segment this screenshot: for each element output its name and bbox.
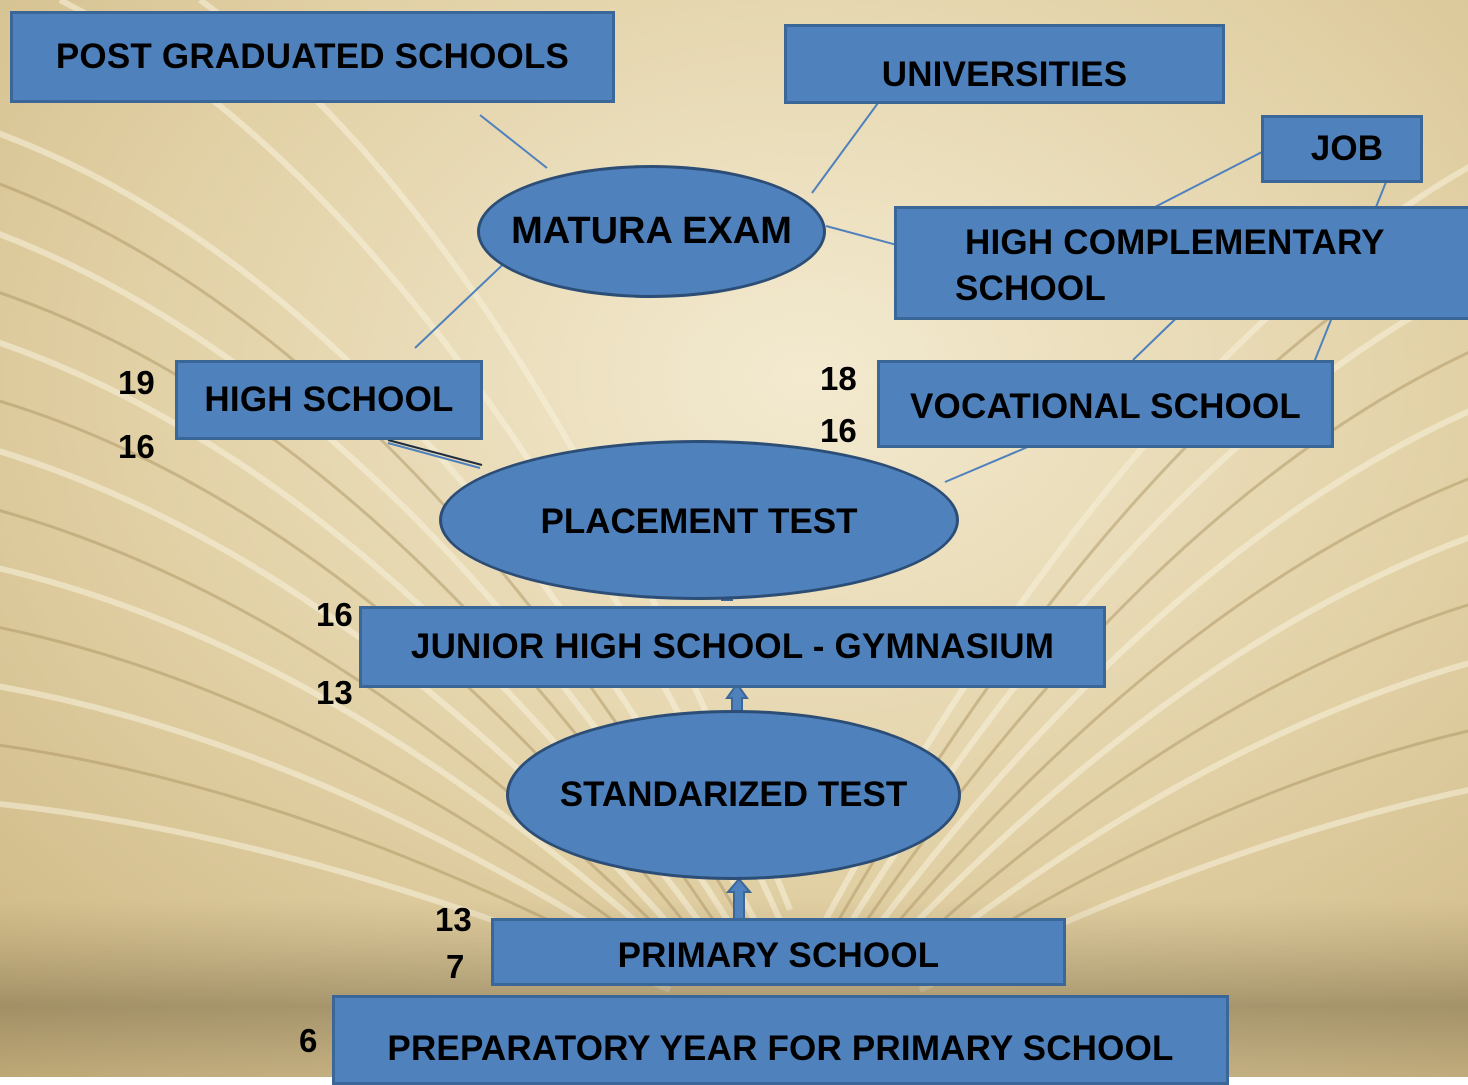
age-high-school-end: 19 — [118, 364, 155, 401]
vocational-school-box: VOCATIONAL SCHOOL — [877, 360, 1334, 448]
post-graduated-schools-label: POST GRADUATED SCHOOLS — [55, 37, 570, 76]
high-complementary-school-label-line1: HIGH COMPLEMENTARY — [965, 223, 1385, 262]
junior-high-school-box: JUNIOR HIGH SCHOOL - GYMNASIUM — [359, 606, 1106, 688]
connector-universities-matura — [811, 102, 879, 194]
age-vocational-end: 18 — [820, 360, 857, 397]
age-primary-end: 13 — [435, 901, 472, 938]
vocational-school-label: VOCATIONAL SCHOOL — [910, 387, 1301, 426]
matura-exam-ellipse: MATURA EXAM — [477, 165, 826, 298]
high-school-label: HIGH SCHOOL — [204, 380, 454, 419]
age-high-school-start: 16 — [118, 428, 155, 465]
high-complementary-school-label-line2: SCHOOL — [955, 269, 1106, 308]
junior-high-school-label: JUNIOR HIGH SCHOOL - GYMNASIUM — [410, 627, 1055, 666]
preparatory-year-box: PREPARATORY YEAR FOR PRIMARY SCHOOL — [332, 995, 1229, 1085]
connector-postgrad-matura — [479, 114, 548, 169]
job-box: JOB — [1261, 115, 1423, 183]
age-vocational-start: 16 — [820, 412, 857, 449]
placement-test-label: PLACEMENT TEST — [540, 502, 858, 541]
age-junior-high-start: 13 — [316, 674, 353, 711]
post-graduated-schools-box: POST GRADUATED SCHOOLS — [10, 11, 615, 103]
age-junior-high-end: 16 — [316, 596, 353, 633]
high-complementary-school-box: HIGH COMPLEMENTARY SCHOOL — [894, 206, 1468, 320]
job-label: JOB — [1310, 129, 1384, 168]
high-school-box: HIGH SCHOOL — [175, 360, 483, 440]
connector-highschool-placement-shadow — [387, 442, 481, 469]
age-primary-start: 7 — [446, 948, 465, 985]
placement-test-ellipse: PLACEMENT TEST — [439, 440, 959, 600]
connector-matura-highschool — [414, 252, 516, 349]
universities-box: UNIVERSITIES — [784, 24, 1225, 104]
preparatory-year-label: PREPARATORY YEAR FOR PRIMARY SCHOOL — [387, 1029, 1174, 1068]
matura-exam-label: MATURA EXAM — [511, 210, 792, 252]
age-preparatory: 6 — [299, 1022, 318, 1059]
connector-highschool-placement — [387, 439, 483, 466]
primary-school-box: PRIMARY SCHOOL — [491, 918, 1066, 986]
primary-school-label: PRIMARY SCHOOL — [617, 936, 940, 975]
standardized-test-label: STANDARIZED TEST — [559, 775, 908, 814]
universities-label: UNIVERSITIES — [881, 55, 1128, 94]
standardized-test-ellipse: STANDARIZED TEST — [506, 710, 961, 880]
connector-placement-vocational — [944, 445, 1031, 483]
